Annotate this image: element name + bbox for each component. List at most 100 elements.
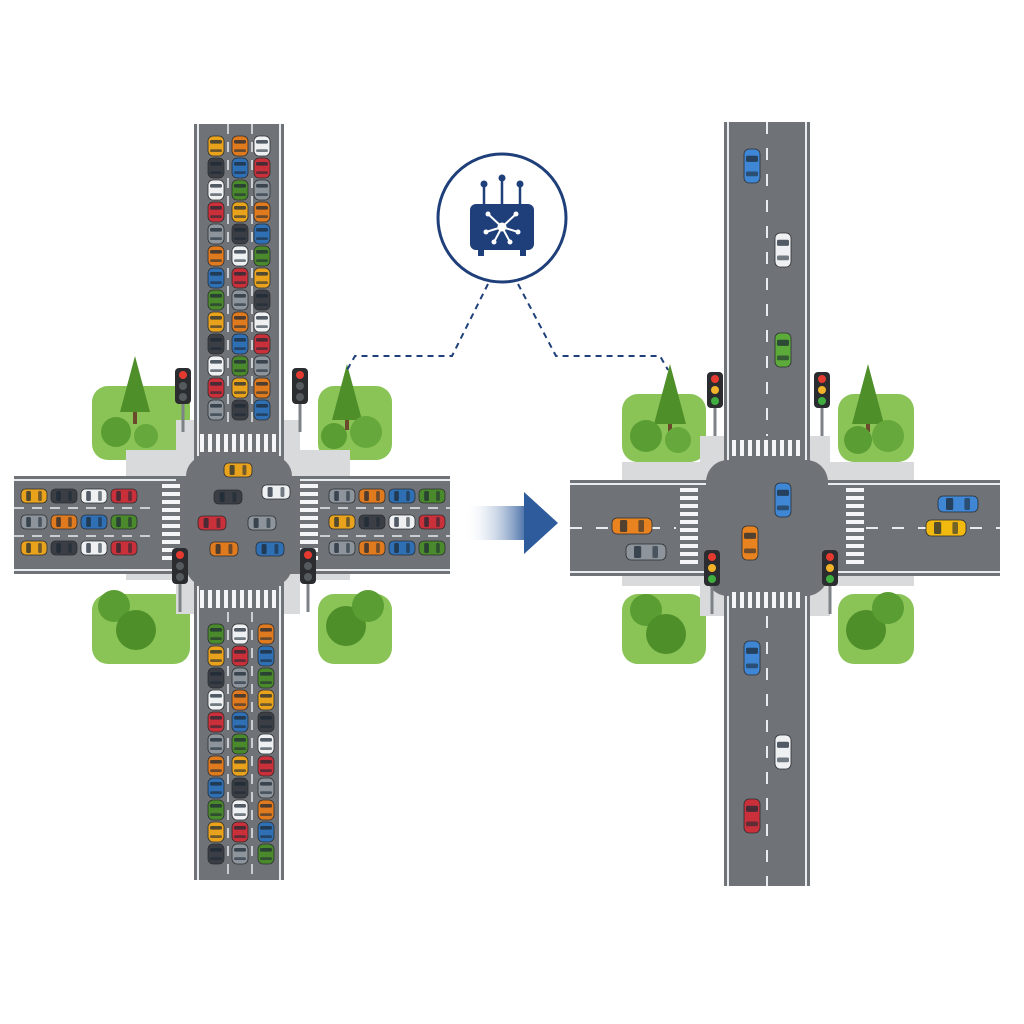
car (257, 821, 275, 843)
car (257, 689, 275, 711)
right-cars (611, 148, 979, 834)
car (388, 514, 416, 530)
car (231, 711, 249, 733)
car (253, 399, 271, 421)
tree-se-1 (846, 610, 886, 650)
car (328, 514, 356, 530)
road-edges (570, 122, 1000, 886)
left-cars (20, 135, 446, 865)
car (231, 843, 249, 865)
car (257, 843, 275, 865)
car (743, 148, 761, 184)
car (207, 135, 225, 157)
car (418, 488, 446, 504)
car (257, 667, 275, 689)
car (257, 733, 275, 755)
car (231, 755, 249, 777)
lane-lines (14, 124, 450, 880)
car (207, 689, 225, 711)
car (207, 777, 225, 799)
network-node-icon (470, 174, 534, 256)
crosswalks (680, 440, 864, 608)
car (80, 488, 108, 504)
traffic-light-icon (300, 548, 316, 612)
car (207, 223, 225, 245)
car (110, 488, 138, 504)
bush-nw-1 (630, 420, 662, 452)
car (253, 311, 271, 333)
car (207, 377, 225, 399)
car (231, 733, 249, 755)
car (253, 179, 271, 201)
car (213, 489, 243, 505)
car (743, 798, 761, 834)
car (231, 799, 249, 821)
car (418, 540, 446, 556)
car (207, 733, 225, 755)
car (257, 777, 275, 799)
traffic-light-icon (707, 372, 723, 436)
crosswalk-n (200, 434, 276, 452)
car (253, 201, 271, 223)
car (231, 311, 249, 333)
car (209, 541, 239, 557)
car (253, 135, 271, 157)
car (741, 525, 759, 561)
car (207, 755, 225, 777)
crosswalk-e (846, 488, 864, 564)
car (207, 843, 225, 865)
car (774, 734, 792, 770)
car (774, 482, 792, 518)
car (328, 488, 356, 504)
crosswalk-n (732, 440, 800, 456)
dashed-link-left (346, 283, 489, 371)
right-signals (704, 372, 838, 614)
car (231, 821, 249, 843)
bush-nw-1 (101, 417, 131, 447)
car (328, 540, 356, 556)
car (207, 267, 225, 289)
car (255, 541, 285, 557)
car (625, 543, 667, 561)
car (231, 333, 249, 355)
congested-intersection (14, 124, 450, 880)
car (20, 514, 48, 530)
crosswalk-s (200, 590, 276, 608)
car (231, 645, 249, 667)
car (247, 515, 277, 531)
car (925, 519, 967, 537)
car (231, 201, 249, 223)
car (253, 289, 271, 311)
car (207, 645, 225, 667)
intersection-box (706, 460, 828, 596)
car (223, 462, 253, 478)
tree-ne-pine (852, 364, 884, 432)
arrow-right-icon (464, 492, 558, 554)
traffic-light-icon (175, 368, 191, 432)
car (231, 689, 249, 711)
car (253, 355, 271, 377)
car (207, 333, 225, 355)
road-edges (14, 124, 450, 880)
car (207, 799, 225, 821)
car (231, 289, 249, 311)
tree-se-2 (352, 590, 384, 622)
car (388, 488, 416, 504)
car (231, 267, 249, 289)
crosswalk-w (162, 484, 180, 560)
left-signals (172, 368, 316, 612)
car (50, 540, 78, 556)
car (207, 245, 225, 267)
car (253, 267, 271, 289)
car (207, 399, 225, 421)
car (207, 157, 225, 179)
car (207, 821, 225, 843)
connection-lines (346, 283, 669, 371)
car (257, 623, 275, 645)
car (257, 755, 275, 777)
car (743, 640, 761, 676)
car (207, 667, 225, 689)
car (110, 540, 138, 556)
bush-nw-2 (665, 427, 691, 453)
